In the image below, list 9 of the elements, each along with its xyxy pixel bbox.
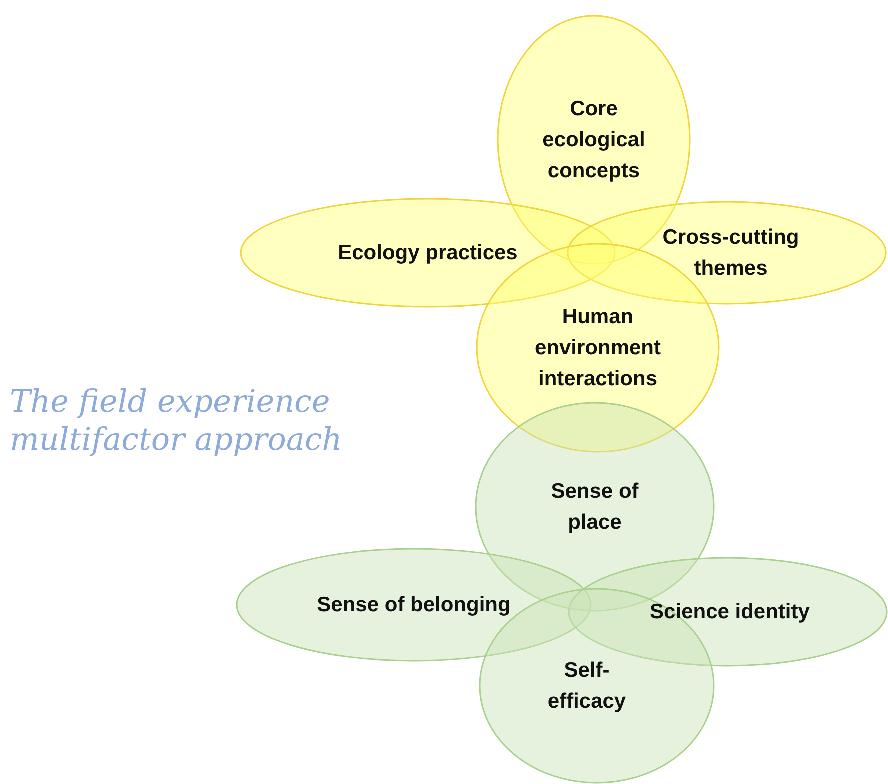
- circle-label: Cross-cutting themes: [662, 225, 800, 282]
- circle-label: Human environment interactions: [534, 304, 662, 392]
- circle-label: Science identity: [649, 600, 811, 626]
- circle-label: Sense of place: [550, 479, 640, 536]
- diagram-title: The field experience multifactor approach: [10, 383, 344, 459]
- circle-label: Core ecological concepts: [542, 96, 646, 184]
- circle-label: Sense of belonging: [316, 592, 512, 618]
- circle-label: Ecology practices: [337, 240, 519, 266]
- circle-label: Self-efficacy: [546, 658, 628, 715]
